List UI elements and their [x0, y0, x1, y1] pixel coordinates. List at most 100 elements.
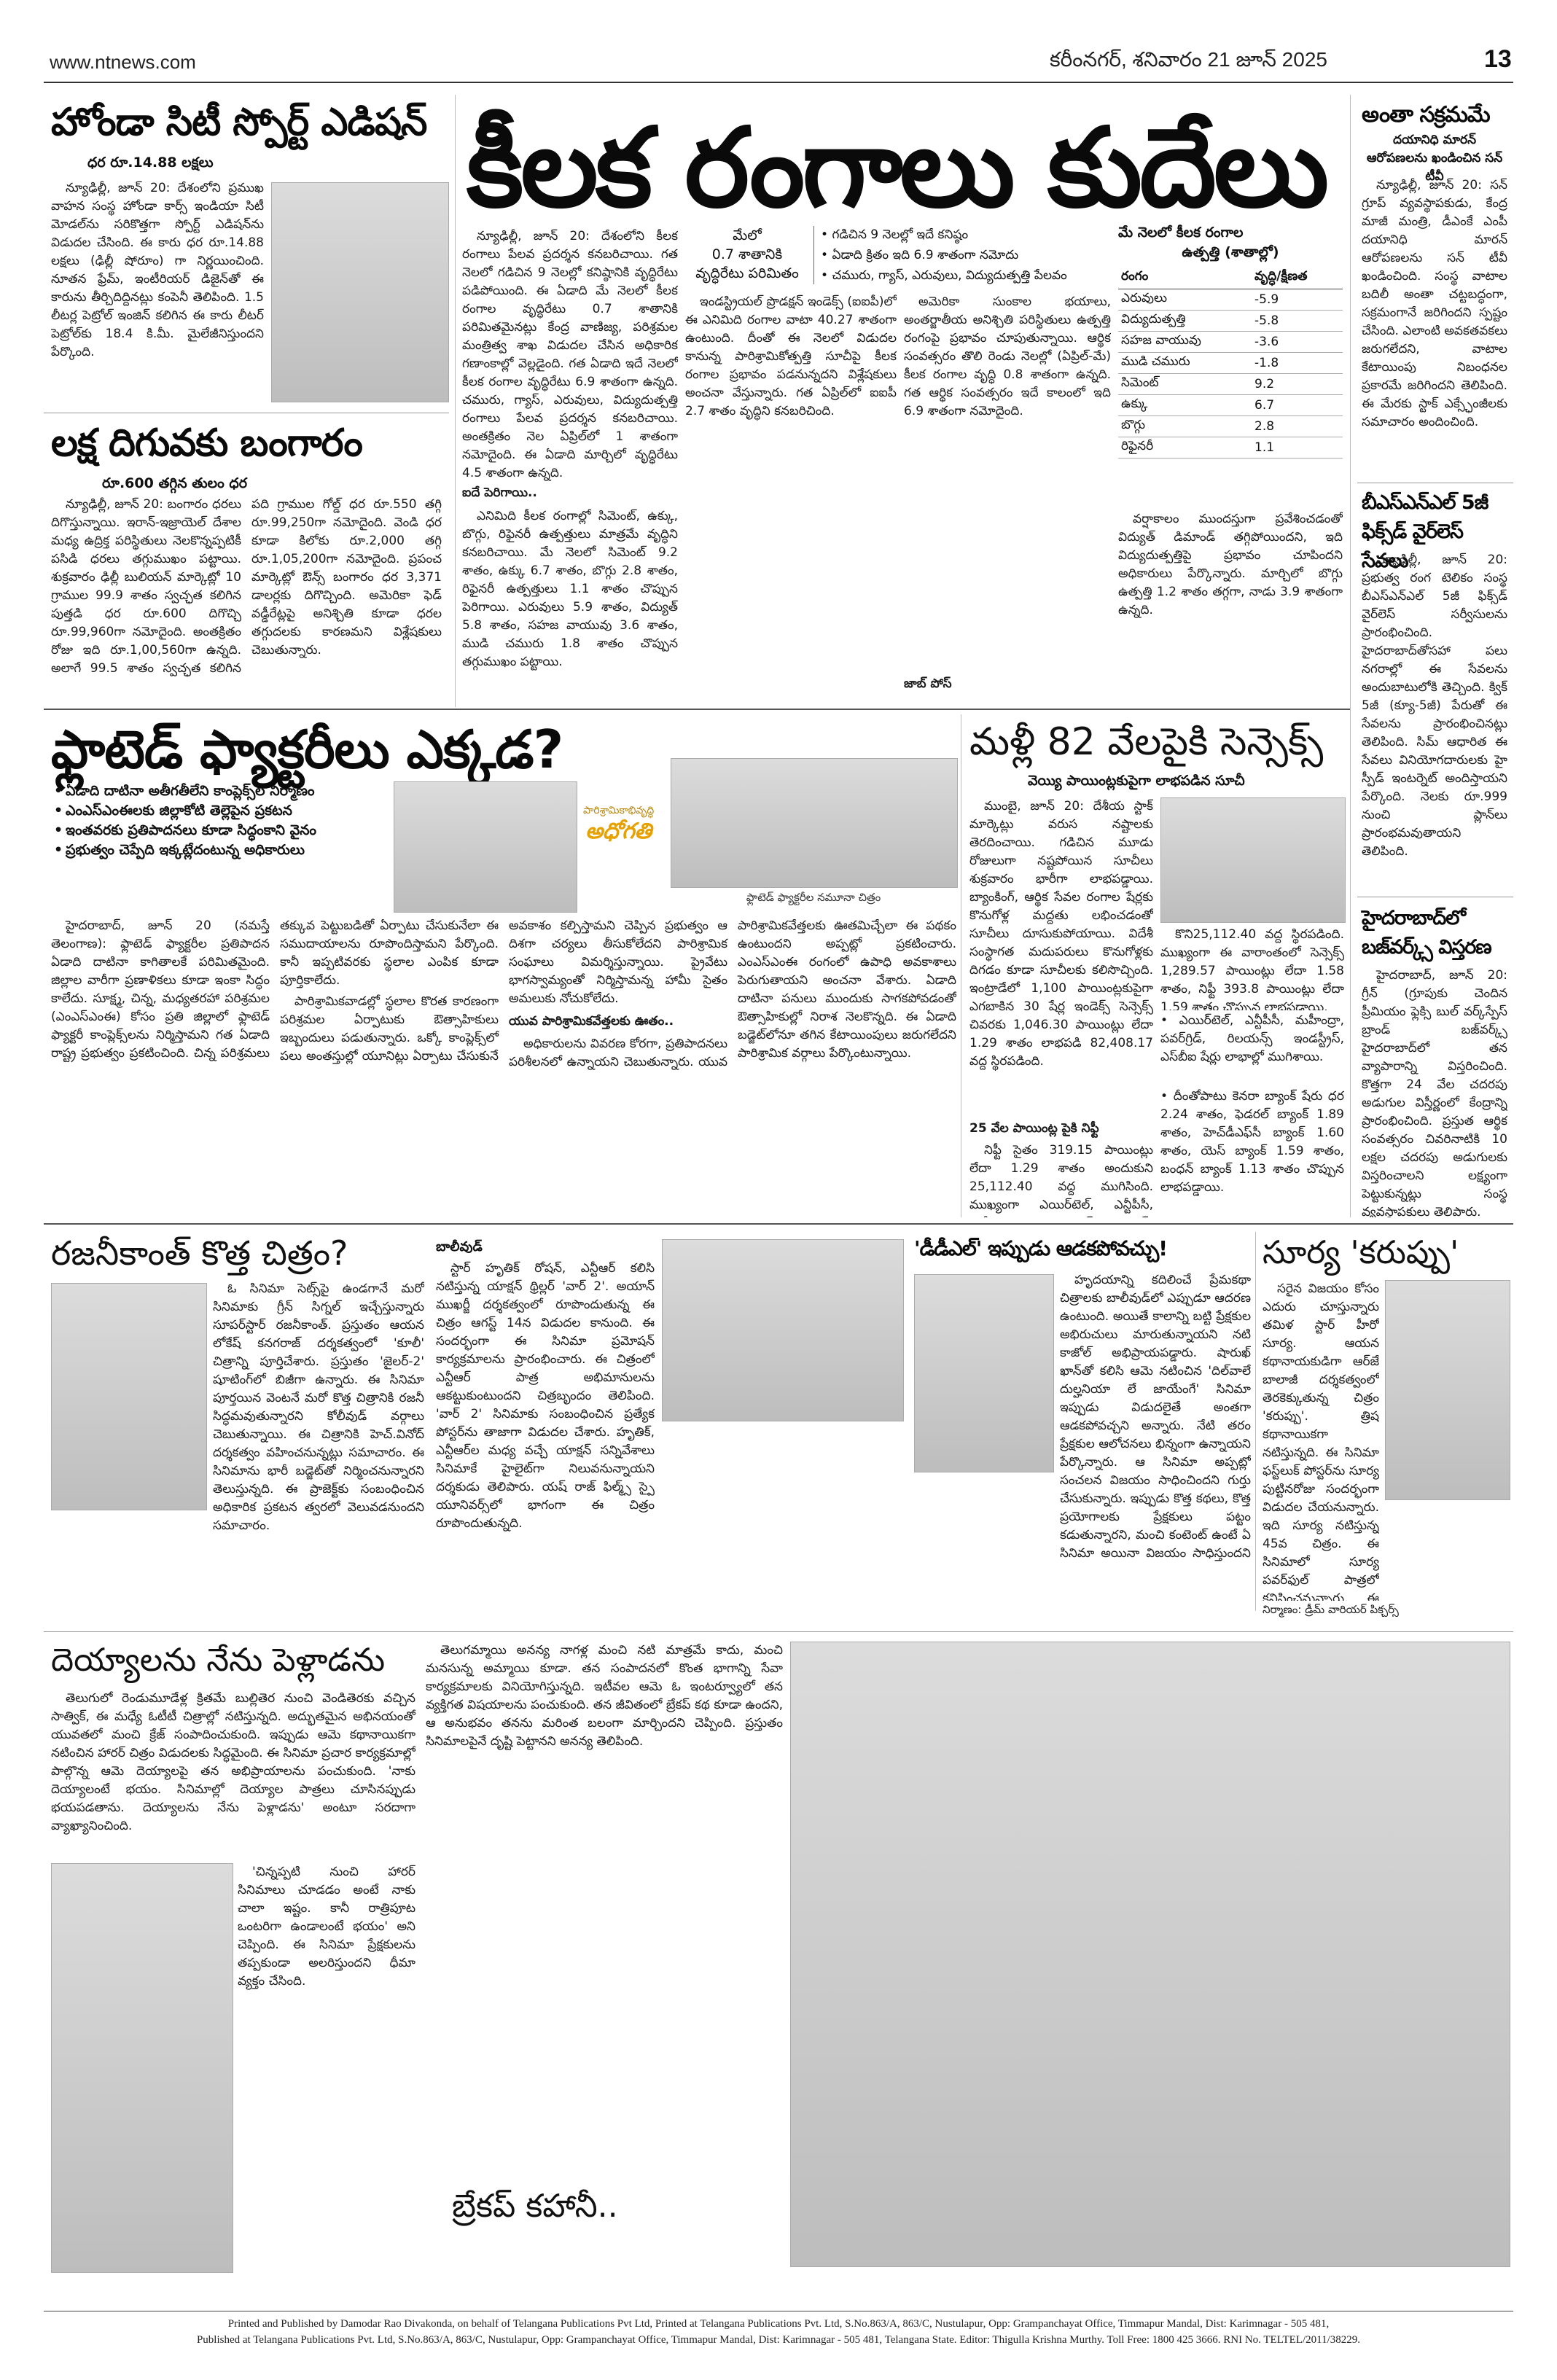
bollywood-body: స్టార్ హృతిక్ రోషన్, ఎన్టీఆర్ కలిసి నటిస…: [436, 1261, 655, 1531]
table-title: మే నెలలో కీలక రంగాల: [1118, 225, 1244, 241]
main-body-5: వర్షాకాలం ముందస్తుగా ప్రవేశించడంతో విద్య…: [1118, 512, 1343, 617]
flatted-photo-caption: ఫ్లాటెడ్ ఫ్యాక్టరీల నమూనా చిత్రం: [746, 891, 881, 904]
gold-headline: లక్ష దిగువకు బంగారం: [51, 421, 363, 465]
suriya-credit: నిర్మాణం: డ్రీమ్ వారియర్ పిక్చర్స్: [1263, 1603, 1399, 1616]
main-body-3: ఇండస్ట్రియల్ ప్రొడక్షన్ ఇండెక్స్ (ఐఐపీ)ల…: [685, 294, 897, 418]
honda-price: ధర రూ.14.88 లక్షలు: [87, 155, 214, 171]
main-side-title: ఐదే పెరిగాయి..: [462, 485, 537, 500]
table-row: రిఫైనరీ1.1: [1118, 437, 1343, 459]
col-divider: [455, 95, 456, 707]
sensex-bullet-1: • ఎయిర్‌టెల్, ఎన్టీపీసీ, మహీంద్రా, పవర్‌…: [1160, 1013, 1344, 1064]
info-desc: వృద్ధిరేటు పరిమితం: [695, 265, 799, 281]
flatted-subhead: యువ పారిశ్రామికవేత్తలకు ఊతం..: [509, 1014, 674, 1029]
section-rule: [44, 1223, 1513, 1225]
col-divider: [1255, 1232, 1256, 1611]
table-row: ముడి చమురు-1.8: [1118, 352, 1343, 374]
hyderabad-body: హైదరాబాద్, జూన్ 20: గ్రీన్ (గ్రూపుకు చెం…: [1362, 968, 1507, 1217]
antha-body: న్యూఢిల్లీ, జూన్ 20: సన్ గ్రూప్ వ్యవస్థా…: [1362, 178, 1507, 429]
sensex-bullet-2: • దీంతోపాటు కెనరా బ్యాంక్ షేరు ధర 2.24 శ…: [1160, 1089, 1344, 1195]
sensex-body-2: నిఫ్టీ సైతం 319.15 పాయింట్లు లేదా 1.29 శ…: [969, 1143, 1153, 1217]
antha-headline: అంతా సక్రమమే: [1362, 102, 1491, 128]
hyderabad-headline: హైదరాబాద్‌లో బజ్‌వర్క్స్ విస్తరణ: [1362, 907, 1492, 959]
suriya-body: సరైన విజయం కోసం ఎదురు చూస్తున్నారు తమిళ …: [1263, 1281, 1379, 1601]
logo-text: అధోగతి: [585, 819, 652, 844]
section-rule: [44, 709, 1350, 710]
gold-body: న్యూఢిల్లీ, జూన్ 20: బంగారం ధరలు దిగొస్త…: [51, 497, 442, 676]
breakup-title: బ్రేకప్ కహానీ..: [452, 2188, 618, 2225]
site-url: www.ntnews.com: [50, 51, 196, 73]
table-header-row: రంగం వృద్ధి/క్షీణత: [1118, 267, 1343, 289]
sensex-market-photo: [1160, 797, 1346, 923]
flatted-bullets: ఏడాది దాటినా అతీగతీలేని కాంప్లెక్స్‌ల ని…: [52, 781, 388, 860]
page-number: 13: [1484, 45, 1512, 73]
main-body-4: అమెరికా సుంకాల భయాలు, అంతర్జాతీయ అనిశ్చి…: [904, 294, 1111, 418]
bsnl-body: న్యూఢిల్లీ, జూన్ 20: ప్రభుత్వ రంగ టెలికం…: [1362, 553, 1507, 859]
flatted-bullet-1: ఏడాది దాటినా అతీగతీలేని కాంప్లెక్స్‌ల ని…: [52, 781, 388, 801]
main-jump-label: జాబ్ పోస్: [904, 676, 952, 691]
honda-body: న్యూఢిల్లీ, జూన్ 20: దేశంలోని ప్రముఖ వాహ…: [51, 181, 264, 359]
flatted-bullet-2: ఎంఎస్‌ఎంఈలకు జిల్లాకోటి తెల్లెపైన ప్రకటన: [52, 801, 388, 821]
main-body-2: ఎనిమిది కీలక రంగాల్లో సిమెంట్, ఉక్కు, బొ…: [462, 509, 678, 669]
info-rate: 0.7 శాతానికి: [711, 246, 783, 262]
imprint-line-1: Printed and Published by Damodar Rao Div…: [227, 2318, 1330, 2330]
suriya-headline: సూర్య 'కరుప్పు': [1263, 1234, 1459, 1271]
war2-photo: [662, 1239, 904, 1421]
info-month: మేలో: [733, 227, 762, 243]
main-bullet-3: • చమురు, గ్యాస్, ఎరువులు, విద్యుదుత్పత్త…: [821, 268, 1067, 283]
dil-headline: 'డీడీఎల్' ఇప్పుడు ఆడకపోవచ్చు!: [914, 1236, 1168, 1260]
kajol-photo: [914, 1274, 1054, 1472]
honda-car-photo: [271, 182, 449, 402]
deyyam-body-2: 'చిన్నప్పటి నుంచి హారర్ సినిమాలు చూడడం అ…: [238, 1865, 415, 1989]
ananya-photo: [790, 1642, 1510, 2267]
gold-deck: రూ.600 తగ్గిన తులం ధర: [102, 475, 248, 491]
main-info-box: మేలో 0.7 శాతానికి వృద్ధిరేటు పరిమితం: [685, 226, 809, 283]
sector-growth-table: రంగం వృద్ధి/క్షీణత ఎరువులు-5.9 విద్యుదుత…: [1118, 267, 1343, 459]
ananya-body: తెలుగమ్మాయి అనన్య నాగళ్ల మంచి నటి మాత్రమ…: [426, 1643, 783, 1749]
section-logo: పారిశ్రామికాభివృద్ధి అధోగతి: [583, 805, 654, 849]
main-bullet-1: • గడిచిన 9 నెలల్లో ఇదే కనిష్ఠం: [821, 227, 969, 242]
logo-small-text: పారిశ్రామికాభివృద్ధి: [583, 805, 655, 816]
sensex-headline: మళ్లీ 82 వేలపైకి సెన్సెక్స్: [969, 720, 1324, 764]
flatted-headline: ఫ్లాటెడ్ ఫ్యాక్టరీలు ఎక్కడ?: [51, 719, 563, 780]
sensex-deck: వెయ్యి పాయింట్లకుపైగా లాభపడిన సూచీ: [1028, 773, 1245, 789]
bollywood-label: బాలీవుడ్: [436, 1239, 483, 1255]
table-row: బొగ్గు2.8: [1118, 415, 1343, 437]
edition-date: కరీంనగర్, శనివారం 21 జూన్ 2025: [1050, 48, 1327, 71]
table-subtitle: ఉత్పత్తి (శాతాల్లో): [1182, 244, 1279, 260]
antha-deck: దయానిధి మారన్ ఆరోపణలను ఖండించిన సన్ టీవీ: [1366, 133, 1503, 184]
section-rule: [44, 1631, 1513, 1632]
honda-headline: హోండా సిటీ స్పోర్ట్ ఎడిషన్: [51, 101, 427, 144]
main-body-1: న్యూఢిల్లీ, జూన్ 20: దేశంలోని కీలక రంగాల…: [462, 229, 678, 480]
table-row: విద్యుదుత్పత్తి-5.8: [1118, 310, 1343, 332]
main-bullet-2: • ఏడాది క్రితం ఇది 6.9 శాతంగా నమోదు: [821, 248, 1019, 262]
flatted-factory-photo: [671, 758, 958, 888]
table-row: సిమెంట్9.2: [1118, 373, 1343, 395]
table-row: సహజ వాయువు-3.6: [1118, 331, 1343, 353]
rajini-body: ఓ సినిమా సెట్స్‌పై ఉండగానే మరో సినిమాకు …: [213, 1281, 424, 1533]
sensex-body-1: ముంబై, జూన్ 20: దేశీయ స్టాక్ మార్కెట్లు …: [969, 799, 1153, 1069]
imprint-line-2: Published at Telangana Publications Pvt.…: [196, 2334, 1361, 2346]
flatted-photo-left: [394, 781, 577, 913]
col-divider: [1350, 95, 1351, 1217]
flatted-bullet-4: ప్రభుత్వం చెప్పేది ఇక్కట్లేదంటున్న అధికా…: [52, 840, 388, 860]
flatted-body: హైదరాబాద్, జూన్ 20 (నమస్తే తెలంగాణ): ఫ్ల…: [51, 918, 956, 1069]
sector-table: మే నెలలో కీలక రంగాల ఉత్పత్తి (శాతాల్లో) …: [1118, 225, 1343, 459]
flatted-bullet-3: ఇంతవరకు ప్రతిపాదనలు కూడా సిద్ధంకాని వైనం: [52, 821, 388, 840]
sensex-subhead: 25 వేల పాయింట్ల పైకి నిఫ్టీ: [969, 1121, 1099, 1136]
table-row: ఎరువులు-5.9: [1118, 289, 1343, 311]
suriya-photo: [1385, 1280, 1510, 1500]
deyyam-photo: [51, 1863, 233, 2273]
dil-body: హృదయాన్ని కదిలించే ప్రేమకథా చిత్రాలకు బా…: [1060, 1273, 1251, 1561]
main-bullets: • గడిచిన 9 నెలల్లో ఇదే కనిష్ఠం • ఏడాది క…: [821, 225, 1127, 286]
deyyam-body-1: తెలుగులో రెండుమూడేళ్ల క్రితమే బుల్లితెర …: [51, 1691, 415, 1833]
deyyam-headline: దెయ్యాలను నేను పెళ్లాడను: [51, 1642, 386, 1679]
table-row: ఉక్కు6.7: [1118, 394, 1343, 416]
bsnl-headline: బీఎస్‌ఎన్‌ఎల్ 5జీ ఫిక్స్‌డ్ వైర్‌లెస్ సే…: [1362, 491, 1488, 572]
sensex-body-3: కొని25,112.40 వద్ద స్థిరపడింది. ముఖ్యంగా…: [1160, 927, 1344, 1010]
rajini-photo: [51, 1283, 207, 1510]
info-divider: [813, 226, 814, 284]
main-headline: కీలక రంగాలు కుదేలు: [467, 105, 1329, 232]
table-col-sector: రంగం: [1118, 267, 1252, 289]
table-col-growth: వృద్ధి/క్షీణత: [1252, 267, 1343, 289]
